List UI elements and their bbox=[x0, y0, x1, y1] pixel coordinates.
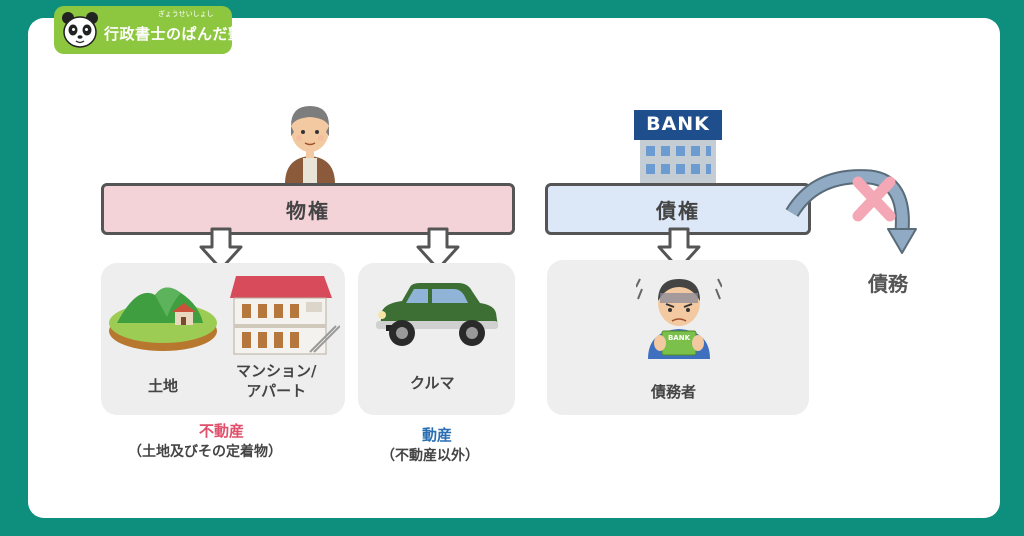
curved-arrow bbox=[785, 169, 917, 254]
site-logo[interactable]: ぎょうせいしょし 行政書士のぱんだ塾 bbox=[54, 6, 243, 54]
logo-ruby-text: ぎょうせいしょし bbox=[158, 10, 214, 18]
mansion-label-line2: アパート bbox=[246, 382, 307, 400]
land-illustration bbox=[109, 287, 217, 351]
movable-subtitle: （不動産以外） bbox=[381, 448, 479, 464]
debtor-illustration bbox=[636, 278, 722, 359]
book-label: BANK bbox=[667, 334, 691, 342]
mansion-label-line1: マンション/ bbox=[236, 362, 317, 380]
debtor-label: 債務者 bbox=[651, 383, 697, 401]
immovable-title: 不動産 bbox=[199, 422, 245, 440]
claim-label: 債権 bbox=[656, 198, 700, 223]
obligation-label: 債務 bbox=[868, 272, 908, 296]
car-illustration bbox=[376, 283, 498, 346]
old-man-illustration bbox=[285, 106, 335, 184]
mansion-label: マンション/ アパート bbox=[236, 361, 316, 401]
claim-bar: 債権 bbox=[545, 183, 811, 235]
down-arrow-icon bbox=[199, 227, 243, 271]
logo-title: 行政書士のぱんだ塾 bbox=[104, 25, 244, 43]
panda-icon bbox=[62, 12, 98, 48]
real-right-bar: 物権 bbox=[101, 183, 515, 235]
apartment-illustration bbox=[230, 276, 340, 355]
down-arrow-icon bbox=[657, 227, 701, 271]
immovable-subtitle: （土地及びその定着物） bbox=[128, 444, 282, 460]
bank-building-illustration: BANK bbox=[634, 110, 722, 184]
land-label: 土地 bbox=[148, 377, 179, 395]
down-arrow-icon bbox=[416, 227, 460, 271]
car-label: クルマ bbox=[410, 374, 455, 392]
movable-title: 動産 bbox=[422, 426, 453, 444]
real-right-label: 物権 bbox=[286, 198, 330, 223]
bank-sign-text: BANK bbox=[646, 113, 710, 135]
cross-icon bbox=[852, 176, 896, 222]
